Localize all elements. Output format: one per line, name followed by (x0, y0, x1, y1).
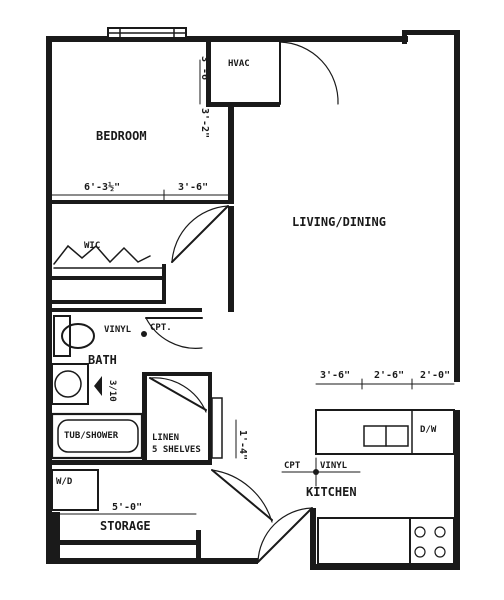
dimension-linen-depth: 1'-4" (237, 430, 248, 460)
labels: BEDROOM LIVING/DINING BATH KITCHEN STORA… (56, 56, 450, 533)
bedroom-window (107, 27, 187, 39)
room-label-tub-shower: TUB/SHOWER (64, 431, 119, 441)
bath-arrow-icon (94, 376, 102, 396)
room-label-wd: W/D (56, 477, 73, 487)
dimension-lines (51, 59, 455, 515)
bath-marker-icon (141, 331, 147, 337)
dimension-hvac-height: 3'-6" (199, 56, 210, 86)
doors (145, 41, 339, 563)
floor-note-vinyl-kitchen: VINYL (320, 461, 348, 471)
room-label-kitchen: KITCHEN (306, 485, 357, 499)
kitchen-marker-icon (313, 469, 319, 475)
room-label-bedroom: BEDROOM (96, 129, 147, 143)
dimension-kitchen-c: 2'-0" (420, 370, 450, 381)
room-label-living-dining: LIVING/DINING (292, 215, 386, 229)
dimension-kitchen-b: 2'-6" (374, 370, 404, 381)
interior-walls (48, 42, 280, 562)
floor-note-cpt-kitchen: CPT (284, 461, 301, 471)
fixtures (50, 244, 455, 565)
dimension-closet-width: 3'-6" (178, 182, 208, 193)
room-label-hvac: HVAC (228, 59, 250, 69)
dimension-kitchen-a: 3'-6" (320, 370, 350, 381)
room-label-linen: LINEN (152, 433, 179, 443)
linen-shelves-note: 5 SHELVES (152, 445, 201, 455)
floor-note-cpt-bath: CPT. (150, 323, 172, 333)
dimension-storage-width: 5'-0" (112, 502, 142, 513)
room-label-wic: WIC (84, 241, 100, 251)
room-label-dw: D/W (420, 425, 437, 435)
floor-note-vinyl-bath: VINYL (104, 325, 132, 335)
room-label-bath: BATH (88, 353, 117, 367)
dimension-bedroom-width: 6'-3½" (84, 181, 120, 193)
exterior-walls (46, 30, 460, 570)
room-label-storage: STORAGE (100, 519, 151, 533)
bath-ratio-note: 3/10 (107, 380, 117, 402)
dimension-hvac-lower: 3'-2" (199, 108, 210, 138)
